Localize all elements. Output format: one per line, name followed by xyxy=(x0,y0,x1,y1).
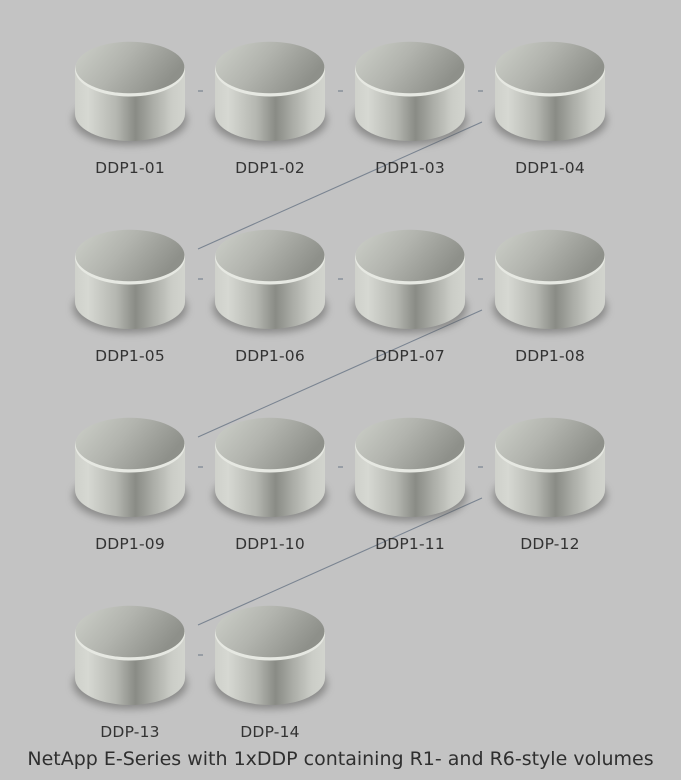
volume-label: DDP1-02 xyxy=(235,159,305,177)
volume-cylinder: DDP1-06 xyxy=(213,229,327,365)
cylinder-top xyxy=(355,229,465,282)
volume-label: DDP-13 xyxy=(100,723,159,741)
connector-diagonal xyxy=(197,309,483,438)
cylinder-top xyxy=(75,417,185,470)
cylinder-top xyxy=(75,229,185,282)
volume-label: DDP1-09 xyxy=(95,535,165,553)
cylinder-top xyxy=(495,41,605,94)
cylinder-top xyxy=(495,417,605,470)
volume-cylinder: DDP1-08 xyxy=(493,229,607,365)
volume-label: DDP1-07 xyxy=(375,347,445,365)
volume-cylinder: DDP1-05 xyxy=(73,229,187,365)
volume-label: DDP1-03 xyxy=(375,159,445,177)
cylinder-top xyxy=(215,417,325,470)
volume-cylinder: DDP1-03 xyxy=(353,41,467,177)
connector-diagonal xyxy=(197,497,483,626)
volume-cylinder: DDP1-07 xyxy=(353,229,467,365)
volume-label: DDP-12 xyxy=(520,535,579,553)
cylinder-top xyxy=(355,417,465,470)
connector-lines xyxy=(197,90,483,656)
volume-label: DDP1-04 xyxy=(515,159,585,177)
cylinder-top xyxy=(495,229,605,282)
diagram-caption: NetApp E-Series with 1xDDP containing R1… xyxy=(27,748,654,770)
volume-label: DDP1-10 xyxy=(235,535,305,553)
volume-label: DDP1-11 xyxy=(375,535,445,553)
volume-label: DDP1-01 xyxy=(95,159,165,177)
volume-cylinder: DDP-14 xyxy=(213,605,327,741)
volume-cylinder: DDP1-09 xyxy=(73,417,187,553)
cylinder-top xyxy=(355,41,465,94)
volume-cylinder: DDP1-02 xyxy=(213,41,327,177)
volume-label: DDP1-08 xyxy=(515,347,585,365)
cylinder-top xyxy=(215,229,325,282)
volume-cylinder: DDP1-10 xyxy=(213,417,327,553)
volume-cylinder: DDP-12 xyxy=(493,417,607,553)
volume-cylinder: DDP-13 xyxy=(73,605,187,741)
cylinder-top xyxy=(215,605,325,658)
volume-label: DDP1-05 xyxy=(95,347,165,365)
cylinder-top xyxy=(215,41,325,94)
volume-label: DDP1-06 xyxy=(235,347,305,365)
volume-cylinder: DDP1-04 xyxy=(493,41,607,177)
volume-cylinder: DDP1-11 xyxy=(353,417,467,553)
volume-cylinder: DDP1-01 xyxy=(73,41,187,177)
volume-label: DDP-14 xyxy=(240,723,299,741)
cylinder-top xyxy=(75,605,185,658)
connector-diagonal xyxy=(197,121,483,250)
cylinder-top xyxy=(75,41,185,94)
